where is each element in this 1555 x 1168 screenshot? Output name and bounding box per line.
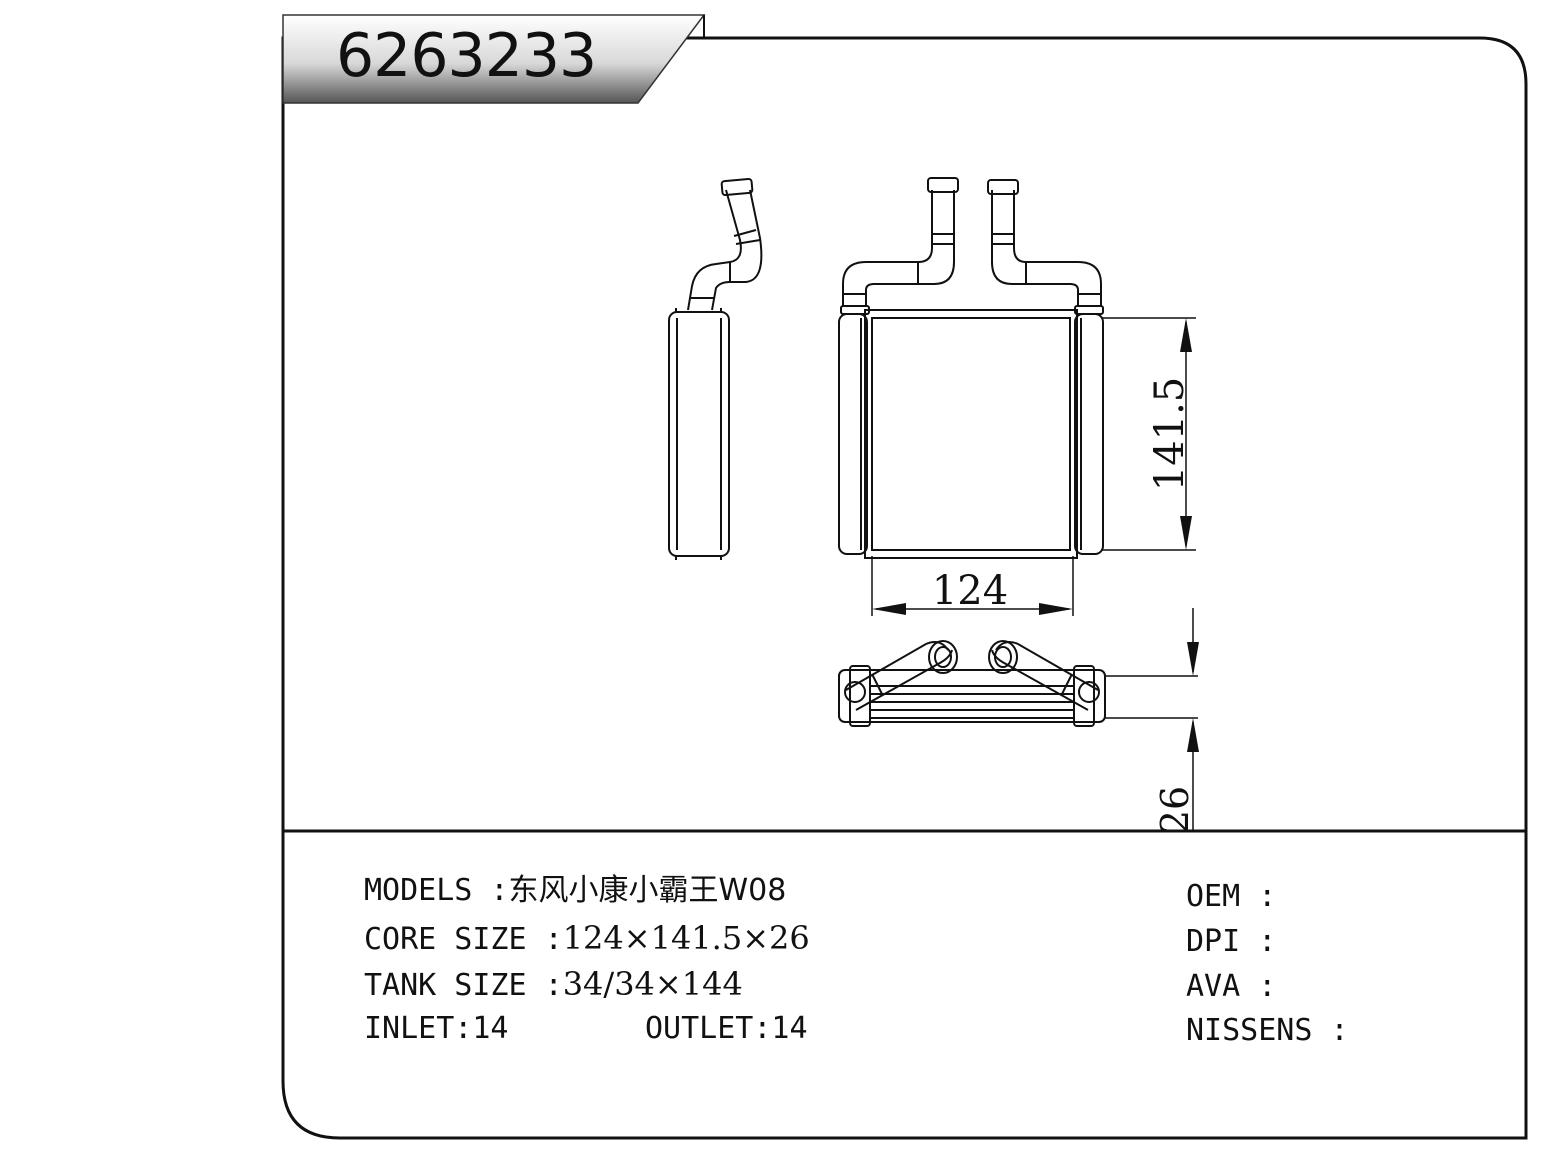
- core-size-value: 124×141.5×26: [562, 919, 810, 957]
- dimension-lines: [871, 317, 1198, 831]
- spec-inlet: INLET:14: [364, 1011, 509, 1046]
- part-number: 6263233: [336, 21, 597, 91]
- spec-tank-size: TANK SIZE :34/34×144: [364, 968, 743, 1001]
- dimension-arrows: [872, 318, 1199, 752]
- ref-ava: AVA :: [1186, 969, 1277, 1004]
- ref-nissens: NISSENS :: [1186, 1013, 1349, 1048]
- dimension-depth-label: 26: [1153, 786, 1197, 834]
- ref-oem: OEM :: [1186, 879, 1277, 914]
- models-value: 东风小康小霸王W08: [508, 873, 787, 908]
- dimension-height-label: 141.5: [1147, 377, 1193, 492]
- spec-models: MODELS :东风小康小霸王W08: [364, 876, 786, 906]
- outer-frame: [281, 36, 1528, 1140]
- ref-dpi: DPI :: [1186, 924, 1277, 959]
- core-size-label: CORE SIZE :: [364, 922, 563, 957]
- spec-core-size: CORE SIZE :124×141.5×26: [364, 922, 810, 955]
- top-view: [838, 640, 1106, 727]
- models-label: MODELS :: [364, 873, 509, 908]
- tank-size-value: 34/34×144: [562, 965, 743, 1003]
- title-tab: [282, 14, 706, 104]
- tank-size-label: TANK SIZE :: [364, 968, 563, 1003]
- dimension-width-label: 124: [932, 568, 1008, 614]
- side-view: [668, 177, 763, 560]
- front-view: [838, 177, 1104, 559]
- spec-outlet: OUTLET:14: [645, 1011, 808, 1046]
